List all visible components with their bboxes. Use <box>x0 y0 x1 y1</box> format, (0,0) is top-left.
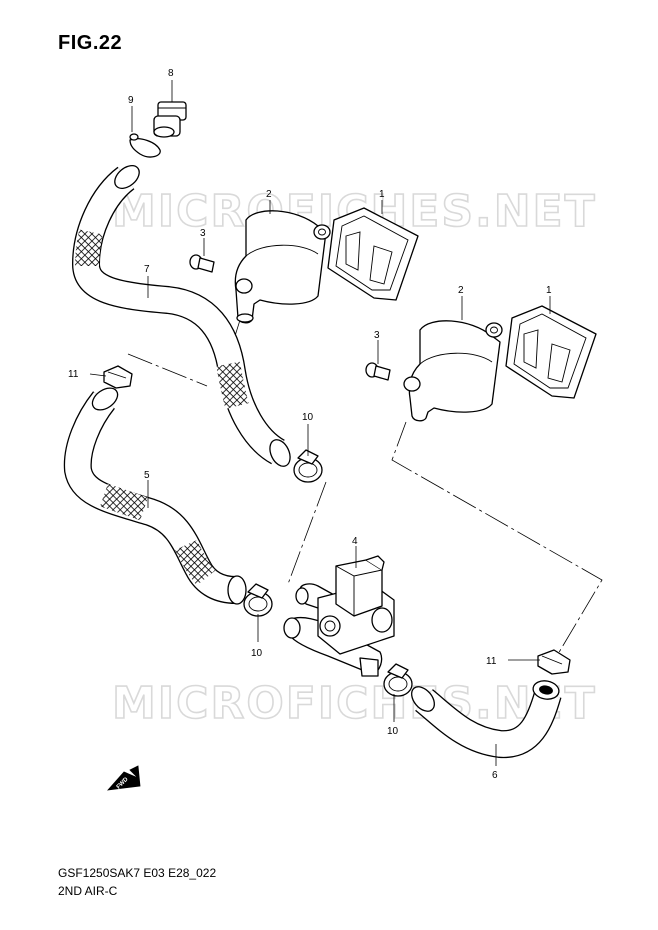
figure-title: FIG.22 <box>58 32 123 54</box>
callout-10a: 10 <box>302 412 314 423</box>
callout-1a: 1 <box>379 189 385 200</box>
section-name: 2ND AIR-C <box>58 884 118 898</box>
reed-cover-2a <box>234 210 331 324</box>
callout-3a: 3 <box>200 228 206 239</box>
watermark-bottom: MICROFICHES.NET <box>112 678 597 729</box>
callout-10c: 10 <box>387 726 399 737</box>
fwd-arrow: FWD <box>106 765 141 791</box>
callout-5: 5 <box>144 470 150 481</box>
clamp-10b <box>243 583 273 617</box>
model-code: GSF1250SAK7 E03 E28_022 <box>58 866 217 880</box>
clamp-11b <box>537 649 571 675</box>
clamp-10a <box>293 449 323 483</box>
fitting-8 <box>153 101 187 138</box>
hose-6 <box>411 680 562 759</box>
callout-8: 8 <box>168 68 174 79</box>
callout-10b: 10 <box>251 648 263 659</box>
callout-7: 7 <box>144 264 150 275</box>
bolt-3a <box>189 254 215 273</box>
callout-9: 9 <box>128 95 134 106</box>
leader-lines <box>89 80 551 766</box>
reed-plate-1b <box>505 305 597 399</box>
hose-5 <box>63 387 247 605</box>
air-valve-4 <box>283 555 395 677</box>
callout-numbers: 8 9 2 1 3 7 2 1 3 11 10 5 4 10 11 10 6 <box>68 68 552 781</box>
callout-11b: 11 <box>486 656 497 667</box>
callout-11a: 11 <box>68 369 79 380</box>
clamp-11a <box>103 365 133 389</box>
hose-7 <box>71 165 291 467</box>
callout-3b: 3 <box>374 330 380 341</box>
callout-6: 6 <box>492 770 498 781</box>
reed-cover-2b <box>403 320 503 422</box>
clip-9 <box>129 133 161 158</box>
bolt-3b <box>365 362 391 381</box>
callout-1b: 1 <box>546 285 552 296</box>
callout-2b: 2 <box>458 285 464 296</box>
callout-2a: 2 <box>266 189 272 200</box>
clamp-10c <box>383 663 413 697</box>
callout-4: 4 <box>352 536 358 547</box>
reed-plate-1a <box>327 207 419 301</box>
